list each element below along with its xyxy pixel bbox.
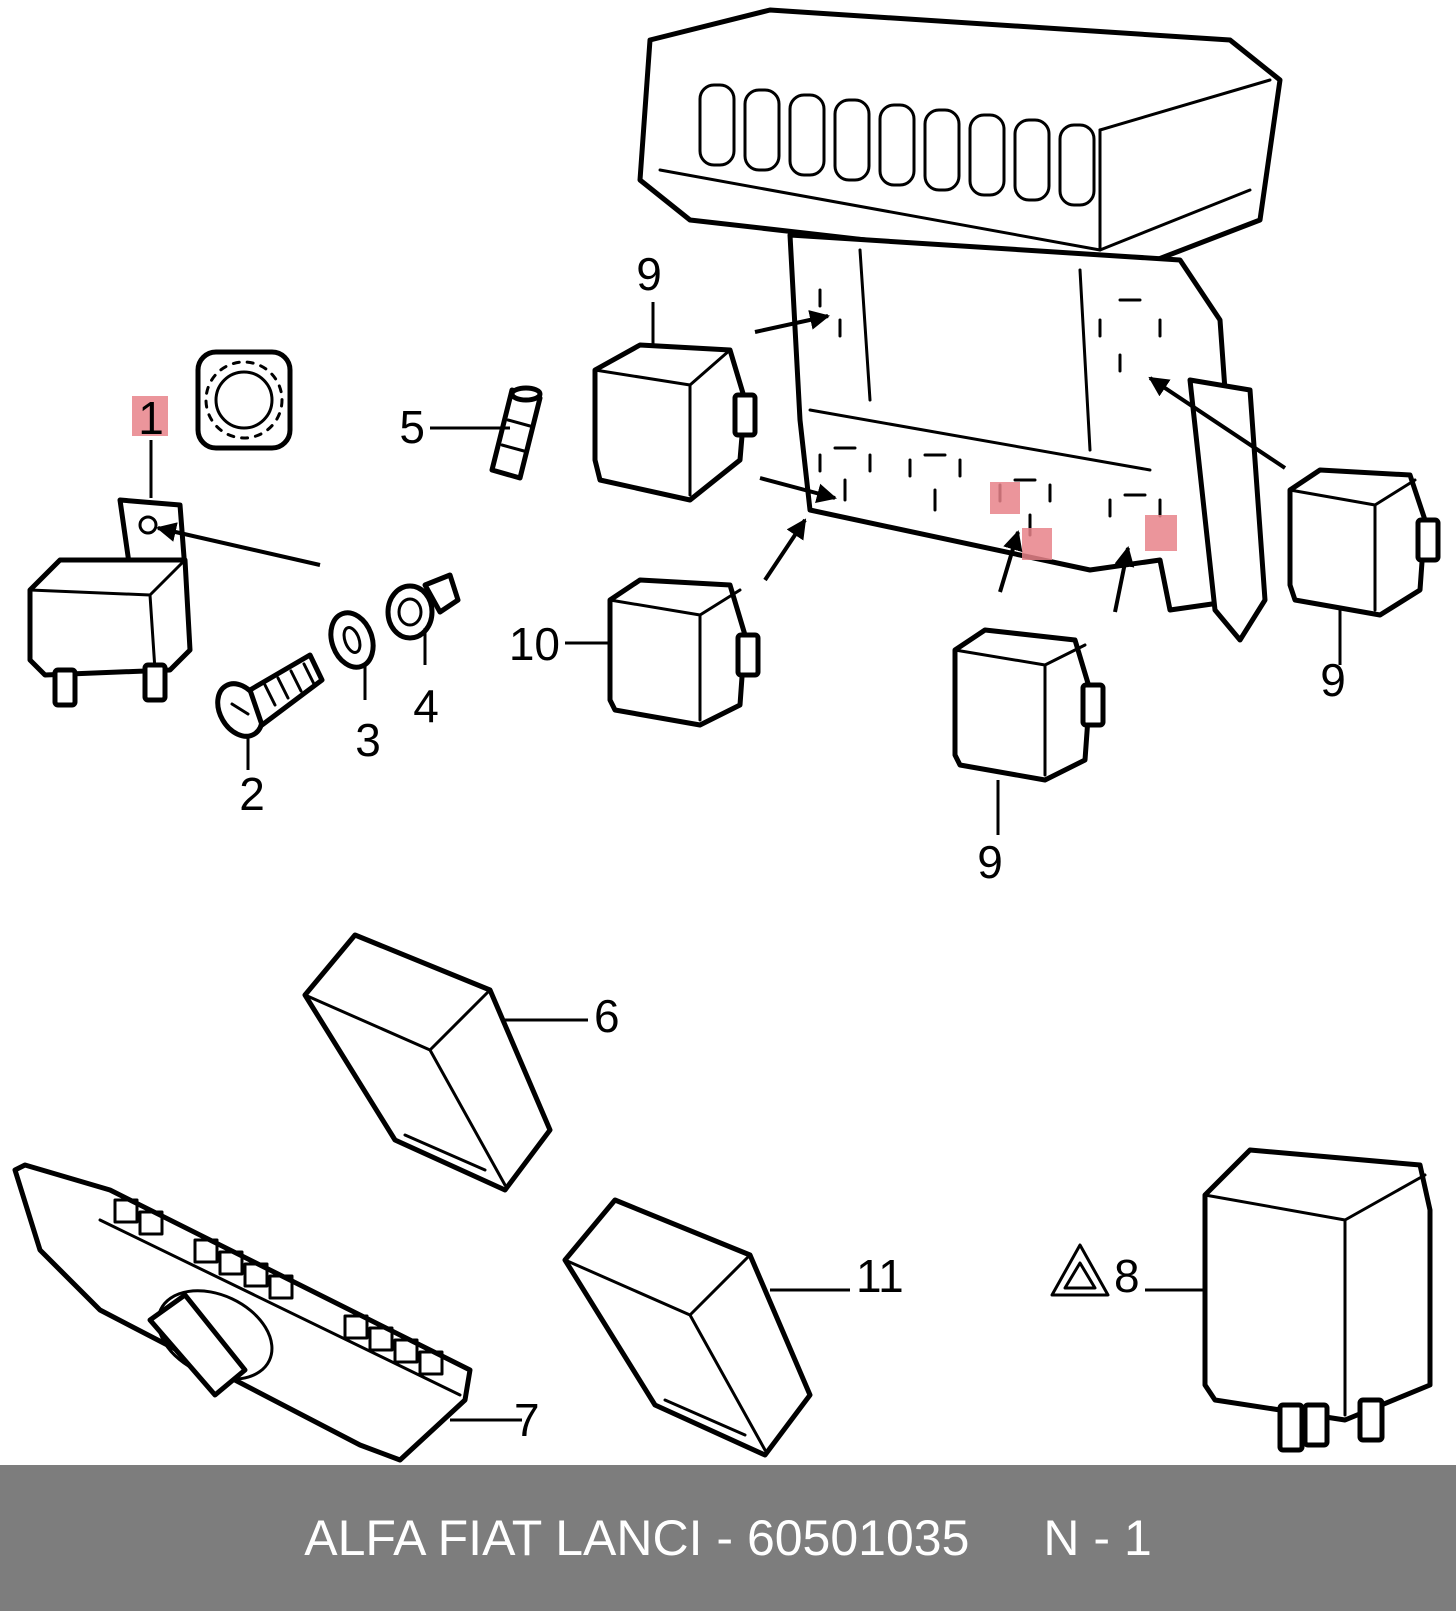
relay-socket-square [195, 349, 293, 451]
arrow [1113, 546, 1135, 613]
arrow [763, 518, 807, 582]
arrow [156, 522, 321, 567]
arrow [998, 530, 1023, 593]
callout-10: 10 [509, 618, 560, 670]
callout-7: 7 [514, 1394, 540, 1446]
callout-4: 4 [413, 680, 439, 732]
page-indicator: N - 1 [1043, 1510, 1152, 1566]
part-number-text: ALFA FIAT LANCI - 60501035 [304, 1510, 970, 1566]
arrow [759, 476, 837, 504]
part-3-washer [328, 610, 376, 670]
footer-bar: ALFA FIAT LANCI - 60501035 N - 1 [0, 1465, 1456, 1611]
highlight-mark [1145, 515, 1177, 551]
fuse-row [698, 83, 1096, 207]
warning-triangle-icon [1050, 1243, 1110, 1297]
highlight-mark [990, 482, 1020, 514]
callout-9: 9 [977, 836, 1003, 888]
parts-diagram: 1 2 3 4 5 6 7 8 9 9 9 10 11 [12, 7, 1441, 1463]
part-4-grommet [385, 572, 461, 641]
part-5-fuse [489, 385, 543, 481]
callout-6: 6 [594, 990, 620, 1042]
arrow [1148, 376, 1287, 470]
part-9-relay-right [1287, 467, 1441, 618]
callout-5: 5 [399, 401, 425, 453]
callout-11: 11 [856, 1250, 904, 1302]
part-11-module [562, 1197, 813, 1458]
part-2-screw [215, 652, 325, 739]
fuse-box [637, 7, 1283, 643]
highlight-mark [132, 396, 168, 436]
callout-2: 2 [239, 768, 265, 820]
callout-3: 3 [355, 714, 381, 766]
callout-9: 9 [636, 248, 662, 300]
part-9-relay-top [592, 342, 758, 503]
callout-1: 1 [138, 392, 164, 444]
highlight-mark [1022, 528, 1052, 560]
callout-8: 8 [1114, 1250, 1140, 1302]
arrow [754, 310, 830, 334]
callout-9: 9 [1320, 654, 1346, 706]
part-6-module [302, 932, 553, 1193]
switch-cells [113, 1198, 444, 1376]
part-8-flasher-relay [1202, 1147, 1433, 1453]
leader-lines [149, 302, 1342, 1422]
part-7-switch-panel [12, 1162, 473, 1463]
part-10-relay [607, 577, 761, 728]
part-9-relay-bottom [952, 627, 1106, 783]
part-1-relay-with-bracket [27, 497, 193, 708]
